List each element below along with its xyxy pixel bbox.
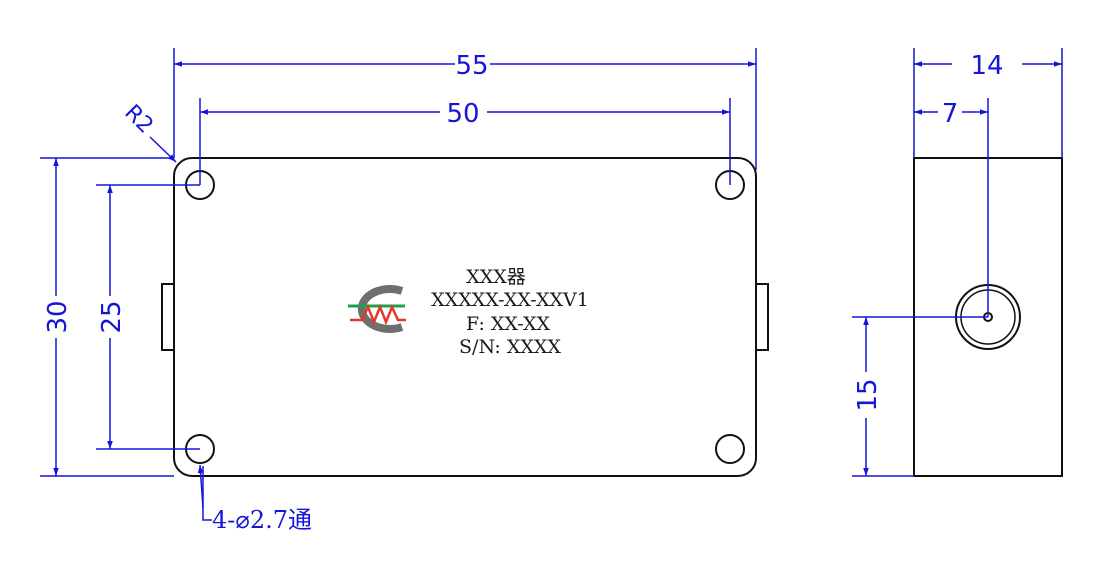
- label-serial: S/N: XXXX: [459, 336, 561, 358]
- dim-hole-spacing-width: 50: [446, 99, 479, 129]
- dim-connector-offset-x: 7: [942, 99, 959, 129]
- dim-overall-width: 55: [455, 51, 488, 81]
- mounting-hole-bottom-right: [715, 434, 745, 464]
- side-view-dimensions: [852, 48, 1063, 477]
- radius-leader: [149, 136, 177, 163]
- label-model: XXXXX-XX-XXV1: [431, 289, 589, 311]
- front-view-dimensions: [40, 48, 757, 521]
- front-body-outline: [173, 157, 757, 477]
- dim-connector-offset-y: 15: [853, 378, 883, 411]
- right-mounting-tab: [755, 283, 769, 351]
- hole-note-leader: [202, 466, 212, 521]
- company-logo-icon: [348, 285, 406, 333]
- left-mounting-tab: [161, 283, 175, 351]
- hole-note: 4-⌀2.7通: [212, 506, 312, 534]
- dim-hole-spacing-height: 25: [97, 300, 127, 333]
- label-title: XXX器: [466, 266, 526, 288]
- dim-corner-radius: R2: [119, 100, 157, 138]
- dim-overall-height: 30: [43, 300, 73, 333]
- dim-side-depth: 14: [970, 51, 1003, 81]
- front-view: XXX器 XXXXX-XX-XXV1 F: XX-XX S/N: XXXX: [161, 157, 769, 477]
- label-frequency: F: XX-XX: [466, 313, 551, 335]
